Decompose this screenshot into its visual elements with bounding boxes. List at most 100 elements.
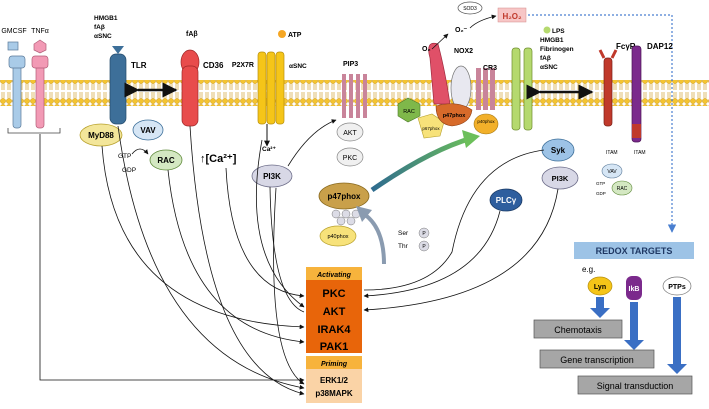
chemotaxis-box	[533, 319, 623, 339]
activating-header-label: Activating	[316, 272, 352, 279]
lps-molecule	[543, 26, 551, 34]
nox2-label: NOX2	[454, 48, 473, 55]
priming-erk: ERK1/2	[320, 376, 349, 385]
tlr-label: TLR	[131, 61, 147, 70]
pip3-lipid	[342, 74, 367, 118]
fcgr-vav-label: VAV	[607, 169, 617, 175]
gene-transcription-box	[539, 349, 655, 369]
activating-pak1: PAK1	[320, 341, 349, 353]
redox-outcome-arrows	[590, 297, 687, 374]
myd88-protein	[79, 123, 123, 147]
tlr-ligand-asnc: αSNC	[94, 33, 112, 40]
pi3k-protein	[251, 164, 293, 188]
p40phox-cytosolic	[319, 225, 357, 247]
pkc-label: PKC	[343, 155, 357, 162]
nox-p67-label: p67phox	[422, 126, 440, 131]
cd36-receptor	[180, 49, 200, 127]
cr3-ligand-fibrinogen: Fibrinogen	[540, 46, 574, 53]
fcgr-receptor	[598, 49, 618, 127]
sod3-label: SOD3	[463, 6, 477, 12]
dap12-itam-label: ITAM	[634, 150, 646, 156]
h2o2-box	[497, 7, 527, 23]
calcium-rise-label: ↑[Ca²⁺]	[200, 153, 237, 165]
nox2-complex	[428, 42, 495, 111]
vav-label: VAV	[140, 126, 156, 135]
o2-to-superoxide-arrow	[431, 33, 449, 50]
cd36-label: CD36	[203, 61, 224, 70]
gtp-gdp-exchange-arrow	[131, 148, 149, 155]
gene-transcription-label: Gene transcription	[560, 355, 634, 365]
priming-box	[306, 369, 362, 403]
priming-header-label: Priming	[321, 361, 348, 368]
chemotaxis-label: Chemotaxis	[554, 325, 602, 335]
fcgr-gtp-label: GTP	[596, 181, 605, 186]
p47-translocation-arrowhead	[462, 130, 480, 148]
fcgr-itam-label: ITAM	[606, 150, 618, 156]
cr3-ligand-lps: LPS	[552, 28, 565, 35]
p47phox-label: p47phox	[328, 192, 361, 201]
sod3-enzyme	[457, 1, 483, 15]
redox-targets-title: REDOX TARGETS	[596, 246, 673, 256]
fcgr-rac-label: RAC	[617, 186, 628, 192]
cell-membrane	[0, 80, 709, 106]
dap12-label: DAP12	[647, 42, 673, 51]
p2x7r-asnc-label: αSNC	[289, 63, 307, 70]
activating-header	[306, 267, 362, 280]
p47phox-cytosolic	[318, 182, 370, 210]
ser-label: Ser	[398, 230, 409, 237]
p2x7r-label: P2X7R	[232, 62, 254, 69]
gmcsf-label: GMCSF	[1, 28, 26, 35]
activating-box	[306, 280, 362, 353]
gtp-label: GTP	[118, 153, 131, 160]
thr-label: Thr	[398, 243, 409, 250]
myd88-label: MyD88	[88, 131, 114, 140]
vav-protein	[132, 119, 164, 141]
o2-label: O₂	[422, 46, 431, 53]
cr3-ligand-hmgb1: HMGB1	[540, 37, 564, 44]
cr3-ligand-fab: fAβ	[540, 55, 551, 62]
ser-phosphate	[418, 227, 430, 239]
nox-p40-label: p40phox	[477, 119, 495, 124]
fcgr-gdp-label: GDP	[596, 191, 606, 196]
tlr-receptor	[109, 46, 127, 125]
pip3-label: PIP3	[343, 61, 358, 68]
dap12-receptor	[631, 45, 642, 143]
activating-irak4: IRAK4	[317, 324, 351, 336]
fcgr-rac-protein	[611, 180, 633, 196]
fcgr-vav-protein	[601, 163, 623, 179]
superoxide-to-h2o2-arrow	[469, 14, 497, 29]
pi3k-right-protein	[541, 166, 579, 190]
pi3k-to-pip3-arrow	[287, 119, 337, 167]
plcg-label: PLCγ	[496, 196, 517, 205]
atp-molecule	[278, 30, 286, 38]
superoxide-label: O₂⁻	[455, 27, 468, 34]
signaling-arrows	[39, 125, 559, 396]
fcgr-label: FcγR	[616, 42, 636, 51]
rac-label: RAC	[157, 156, 175, 165]
lyn-target	[587, 276, 613, 296]
h2o2-to-redox-arrow	[528, 14, 677, 233]
tlr-ligand-fab: fAβ	[94, 24, 105, 31]
cr3-label: CR3	[483, 65, 497, 72]
activating-pkc: PKC	[322, 288, 345, 300]
redox-targets-header	[574, 242, 694, 259]
nox-p47-label: p47phox	[443, 113, 467, 119]
gmcsf-receptor	[7, 41, 26, 129]
thr-phosphate	[418, 240, 430, 252]
cr3-ligand-asnc: αSNC	[540, 64, 558, 71]
priming-p38: p38MAPK	[315, 389, 353, 398]
pi3k-right-label: PI3K	[552, 174, 569, 183]
gdp-label: GDP	[122, 167, 136, 174]
signal-transduction-box	[577, 375, 693, 395]
receptor-bracket	[7, 128, 61, 134]
nox2-cytosolic-complex	[397, 97, 499, 139]
phosphate-cluster	[331, 209, 361, 226]
p47-translocation-arrow	[370, 135, 473, 193]
tnfa-label: TNFα	[31, 28, 49, 35]
p40phox-label: p40phox	[327, 234, 348, 240]
pkc-protein	[336, 147, 364, 167]
activating-to-p47-arrowhead	[356, 206, 372, 222]
rac-protein	[149, 149, 183, 171]
pi3k-label: PI3K	[263, 172, 281, 181]
